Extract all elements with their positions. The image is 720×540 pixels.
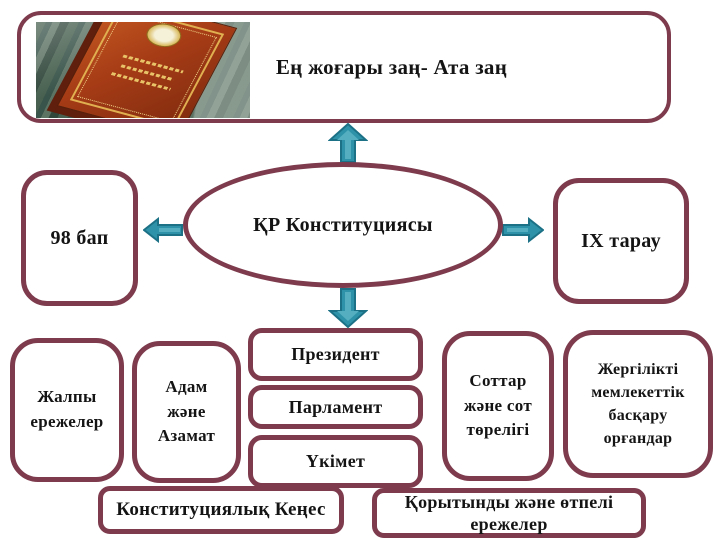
articles-count-box: 98 бап <box>21 170 138 306</box>
arrow-left-icon <box>143 217 183 243</box>
arrow-up-icon <box>328 123 368 163</box>
book-illustration <box>46 22 238 118</box>
constitution-book-photo <box>36 22 250 118</box>
section-courts: Соттар және сот төрелігі <box>442 331 554 481</box>
arrow-right-icon <box>502 217 544 243</box>
arrow-down-icon <box>328 288 368 328</box>
section-local-government: Жергілікті мемлекеттік басқару орғандар <box>563 330 713 478</box>
section-parliament: Парламент <box>248 385 423 429</box>
section-government: Үкімет <box>248 435 423 488</box>
final-provisions-box: Қорытынды және өтпелі ережелер <box>372 488 646 538</box>
slide-title: Ең жоғары заң- Ата заң <box>275 54 508 79</box>
section-president: Президент <box>248 328 423 381</box>
section-general-provisions: Жалпы ережелер <box>10 338 124 482</box>
chapters-count-box: IX тарау <box>553 178 689 304</box>
top-banner: Ең жоғары заң- Ата заң <box>17 11 671 123</box>
center-ellipse: ҚР Конституциясы <box>183 162 503 288</box>
book-cover <box>56 22 238 118</box>
section-human-and-citizen: Адам және Азамат <box>132 341 241 483</box>
constitutional-council-box: Конституциялық Кеңес <box>98 486 344 534</box>
